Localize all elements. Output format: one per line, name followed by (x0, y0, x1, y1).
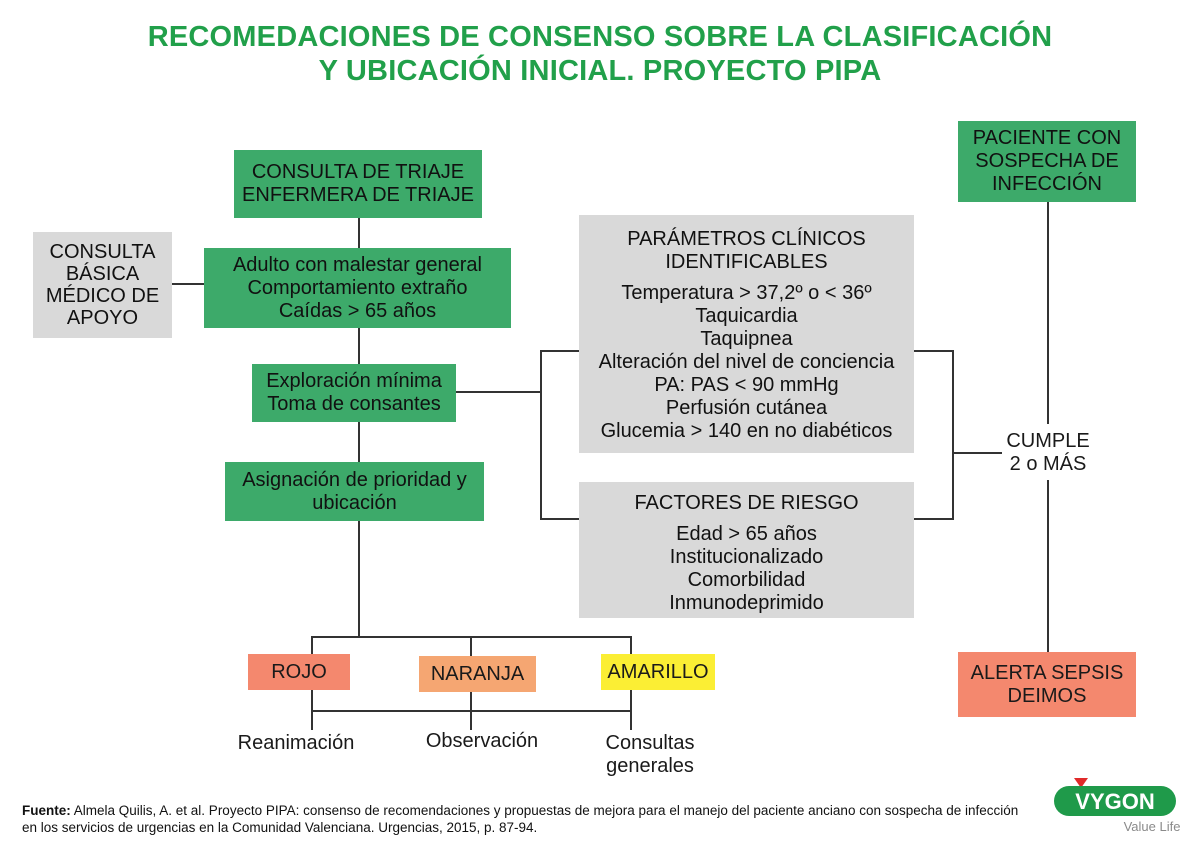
parametros-box: PARÁMETROS CLÍNICOS IDENTIFICABLES Tempe… (579, 215, 914, 453)
connector (1047, 202, 1049, 424)
connector (311, 636, 313, 656)
amarillo-label: AMARILLO (607, 660, 709, 683)
parametros-item: Temperatura > 37,2º o < 36º (621, 282, 872, 304)
logo-brand: VYGON (1075, 789, 1154, 814)
triage-line: ENFERMERA DE TRIAJE (242, 184, 474, 206)
connector (456, 391, 541, 393)
connector (1047, 480, 1049, 652)
connector (914, 518, 954, 520)
parametros-item: Taquicardia (695, 305, 798, 327)
asignacion-box: Asignación de prioridad y ubicación (225, 462, 484, 521)
connector (630, 636, 632, 656)
adulto-line: Adulto con malestar general (232, 253, 483, 276)
exploracion-box: Exploración mínima Toma de consantes (252, 364, 456, 422)
parametros-item: Taquipnea (700, 328, 793, 350)
cumple-label: CUMPLE 2 o MÁS (990, 430, 1106, 476)
triage-box: CONSULTA DE TRIAJE ENFERMERA DE TRIAJE (234, 150, 482, 218)
connector (952, 452, 1002, 454)
adulto-line: Comportamiento extraño (247, 276, 468, 299)
consulta-basica-line: CONSULTA (49, 241, 156, 263)
consulta-basica-line: APOYO (66, 307, 139, 329)
paciente-box: PACIENTE CON SOSPECHA DE INFECCIÓN (958, 121, 1136, 202)
factores-heading: FACTORES DE RIESGO (634, 492, 859, 514)
factores-item: Comorbilidad (687, 569, 806, 591)
observacion-label: Observación (425, 730, 539, 752)
vygon-logo-mark: VYGON Value Life (1054, 778, 1181, 834)
factores-item: Inmunodeprimido (669, 592, 824, 614)
alerta-box: ALERTA SEPSIS DEIMOS (958, 652, 1136, 717)
footer-label: Fuente: (22, 803, 71, 818)
amarillo-box: AMARILLO (601, 654, 715, 690)
footer-text: Almela Quilis, A. et al. Proyecto PIPA: … (22, 803, 1019, 835)
exploracion-line: Toma de consantes (267, 393, 441, 415)
parametros-heading: PARÁMETROS CLÍNICOS (627, 228, 866, 250)
consulta-basica-line: MÉDICO DE (45, 285, 160, 307)
reanimacion-label: Reanimación (237, 732, 355, 754)
parametros-item: Perfusión cutánea (665, 397, 828, 419)
consultas-line: Consultas (605, 732, 695, 754)
connector (540, 518, 580, 520)
connector (540, 350, 542, 520)
cumple-line: 2 o MÁS (1009, 453, 1087, 475)
paciente-line: SOSPECHA DE (975, 150, 1119, 172)
parametros-item: PA: PAS < 90 mmHg (654, 374, 839, 396)
connector (914, 350, 954, 352)
vygon-logo: VYGON Value Life (1052, 778, 1182, 838)
consultas-line: generales (606, 755, 694, 777)
connector (540, 350, 580, 352)
connector (470, 636, 472, 658)
connector (952, 350, 954, 520)
alerta-line: DEIMOS (1007, 684, 1087, 707)
rojo-box: ROJO (248, 654, 350, 690)
parametros-item: Glucemia > 140 en no diabéticos (600, 420, 893, 442)
triage-line: CONSULTA DE TRIAJE (251, 161, 465, 183)
source-footnote: Fuente: Almela Quilis, A. et al. Proyect… (22, 802, 1022, 836)
consulta-basica-line: BÁSICA (65, 263, 140, 285)
factores-item: Edad > 65 años (676, 523, 817, 545)
naranja-label: NARANJA (430, 662, 525, 685)
alerta-line: ALERTA SEPSIS (970, 661, 1124, 684)
factores-box: FACTORES DE RIESGO Edad > 65 años Instit… (579, 482, 914, 618)
logo-tagline: Value Life (1124, 819, 1181, 834)
cumple-line: CUMPLE (1006, 430, 1090, 452)
page-title: RECOMEDACIONES DE CONSENSO SOBRE LA CLAS… (0, 20, 1200, 88)
paciente-line: INFECCIÓN (992, 173, 1102, 195)
paciente-line: PACIENTE CON (972, 127, 1122, 149)
connector (311, 710, 631, 712)
exploracion-line: Exploración mínima (266, 370, 442, 392)
factores-item: Institucionalizado (669, 546, 824, 568)
connector (172, 283, 204, 285)
title-line-2: Y UBICACIÓN INICIAL. PROYECTO PIPA (318, 55, 882, 87)
parametros-heading: IDENTIFICABLES (665, 251, 828, 273)
adulto-box: Adulto con malestar general Comportamien… (204, 248, 511, 328)
consulta-basica-box: CONSULTA BÁSICA MÉDICO DE APOYO (33, 232, 172, 338)
connector (630, 690, 632, 730)
connector (358, 218, 360, 638)
consultas-label: Consultas generales (580, 732, 720, 778)
rojo-label: ROJO (271, 660, 327, 683)
title-line-1: RECOMEDACIONES DE CONSENSO SOBRE LA CLAS… (147, 21, 1053, 53)
naranja-box: NARANJA (419, 656, 536, 692)
asignacion-line: Asignación de prioridad y (242, 468, 467, 491)
adulto-line: Caídas > 65 años (278, 299, 437, 322)
parametros-item: Alteración del nivel de conciencia (598, 351, 895, 373)
asignacion-line: ubicación (312, 491, 397, 514)
